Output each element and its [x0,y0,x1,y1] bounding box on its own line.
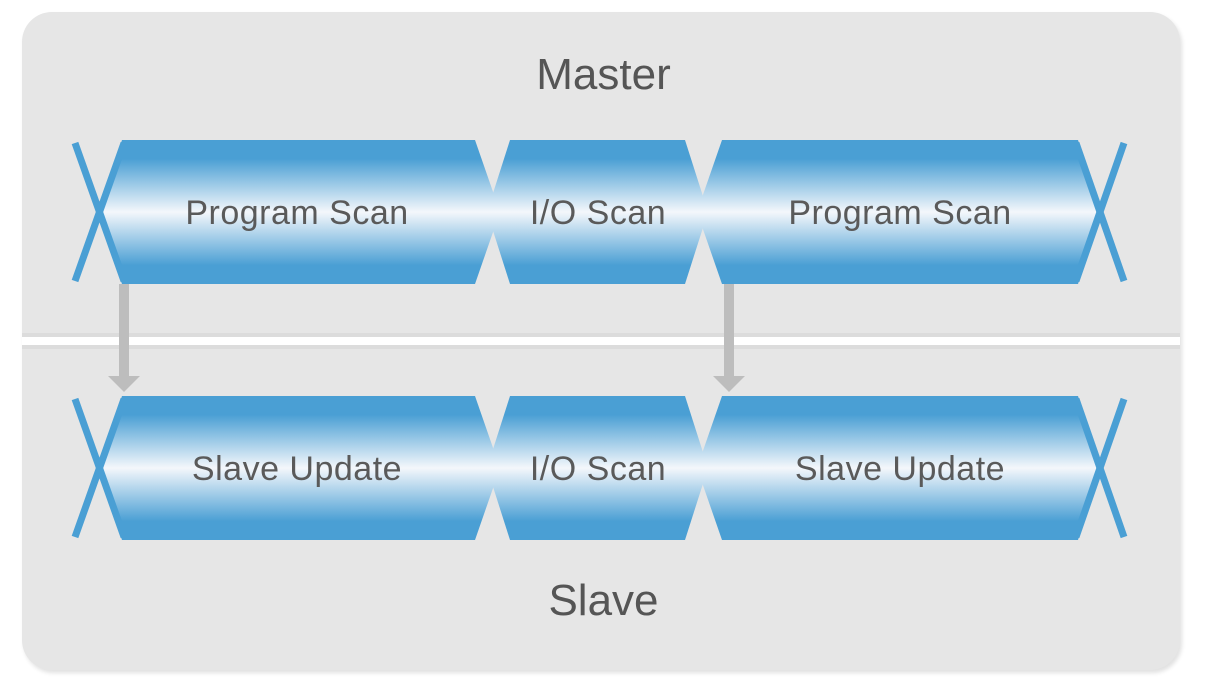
slave-segment-1 [97,396,500,540]
slave-title: Slave [548,576,659,625]
master-segment-3 [697,140,1102,284]
slave-segment-2-label: I/O Scan [530,450,666,488]
slave-row: Slave Update I/O Scan Slave Update [71,396,1128,540]
slave-segment-3 [697,396,1102,540]
slave-boundary-marks [71,397,1128,539]
master-row: Program Scan I/O Scan Program Scan [71,140,1128,284]
arrow-shaft-left [119,284,129,376]
master-segment-2-label: I/O Scan [530,194,666,232]
master-boundary-marks [71,141,1128,283]
slave-segment-3-label: Slave Update [795,450,1005,488]
slave-segment-1-label: Slave Update [192,450,402,488]
update-arrows [108,284,745,392]
master-title: Master [536,50,671,99]
arrow-shaft-right [724,284,734,376]
master-segment-1 [97,140,500,284]
master-segment-2 [487,140,708,284]
arrow-head-left [108,376,140,392]
master-segment-1-label: Program Scan [185,194,408,232]
master-slave-divider [22,333,1180,349]
master-segment-3-label: Program Scan [788,194,1011,232]
slave-segment-2 [487,396,708,540]
arrow-head-right [713,376,745,392]
